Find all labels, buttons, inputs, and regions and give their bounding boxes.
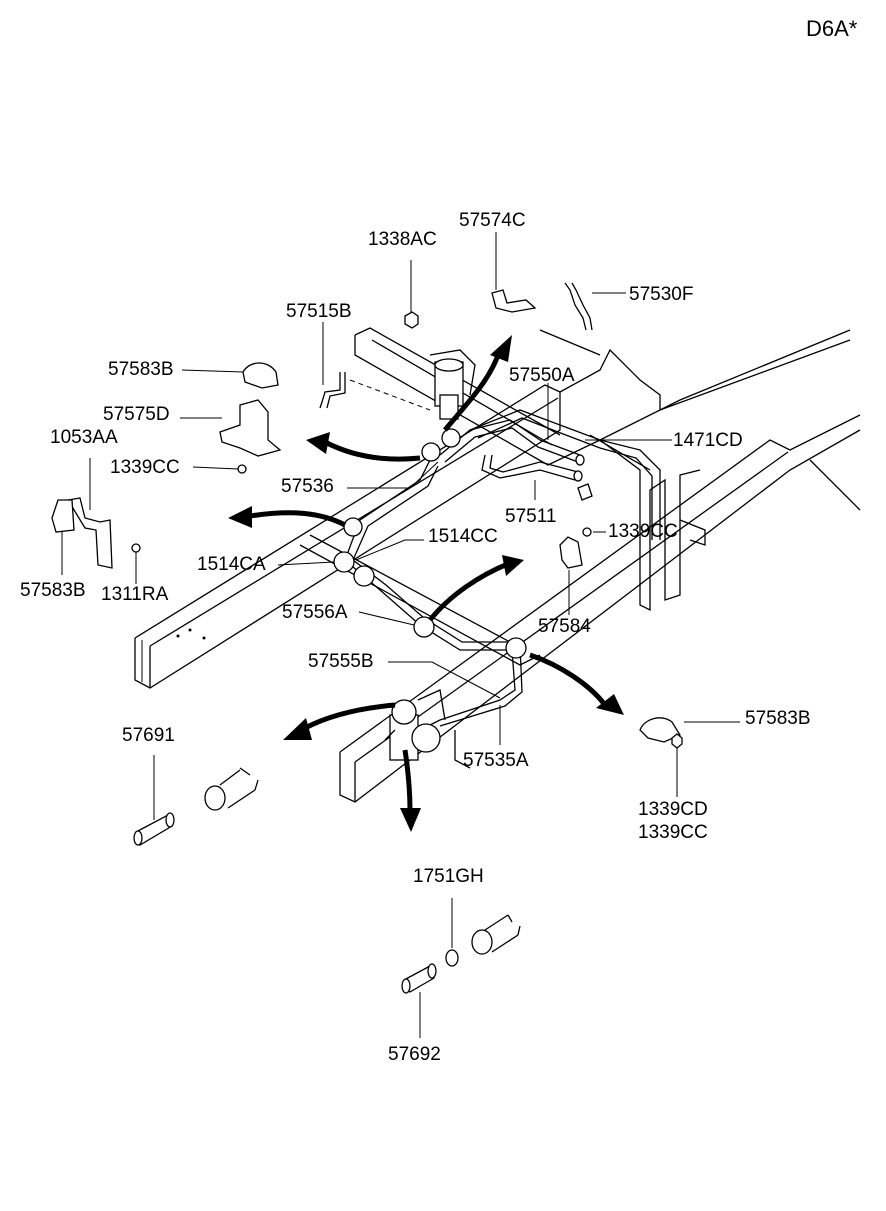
- diagram-code: D6A*: [806, 16, 858, 41]
- clip-57583b-top: [242, 362, 279, 389]
- label-57555b: 57555B: [308, 651, 374, 672]
- label-57692: 57692: [388, 1044, 441, 1065]
- label-57515b: 57515B: [286, 301, 352, 322]
- label-1311ra: 1311RA: [101, 584, 169, 605]
- label-57583b-left: 57583B: [20, 580, 86, 601]
- clip-57583b-right: [639, 717, 681, 743]
- label-57536: 57536: [281, 476, 334, 497]
- label-57535a: 57535A: [463, 750, 529, 771]
- proportioning-valve: [384, 689, 446, 761]
- nut-1339cc-left: [237, 464, 247, 474]
- part-labels: 1338AC 57574C 57530F 57515B 57583B 57550…: [20, 210, 811, 1065]
- label-1339cc-left: 1339CC: [110, 457, 180, 478]
- label-57556a: 57556A: [282, 602, 348, 623]
- line-clips: [333, 428, 527, 659]
- loose-parts: [51, 282, 683, 994]
- bracket-1053aa: [66, 497, 113, 569]
- nut-1311ra: [131, 543, 141, 553]
- oring-1751gh: [445, 949, 459, 967]
- pipe-57515b: [319, 372, 346, 409]
- label-57583b-right: 57583B: [745, 708, 811, 729]
- label-57511: 57511: [505, 506, 556, 527]
- clip-57583b-left: [51, 499, 75, 533]
- fitting-57692: [401, 914, 521, 994]
- clip-57584: [559, 536, 583, 569]
- label-1339cc-bottom: 1339CC: [638, 822, 708, 843]
- label-1053aa: 1053AA: [50, 427, 118, 448]
- label-1471cd: 1471CD: [673, 430, 743, 451]
- label-57584: 57584: [538, 616, 591, 637]
- direction-arrows: [228, 335, 624, 832]
- label-57574c: 57574C: [459, 210, 526, 231]
- leader-lines: [61, 232, 740, 1038]
- pressure-switch-assembly: [429, 349, 476, 420]
- bracket-57574c: [491, 289, 537, 313]
- label-1339cc-right: 1339CC: [608, 521, 678, 542]
- nut-1339cc-right: [582, 527, 592, 537]
- fitting-57691: [133, 767, 259, 846]
- label-57583b-top: 57583B: [108, 359, 174, 380]
- label-1514ca: 1514CA: [197, 554, 266, 575]
- label-1339cd: 1339CD: [638, 799, 708, 820]
- nut-1338ac: [404, 311, 419, 329]
- label-57550a: 57550A: [509, 365, 575, 386]
- label-57530f: 57530F: [629, 284, 693, 305]
- label-57691: 57691: [122, 725, 175, 746]
- bracket-57575d: [219, 399, 282, 457]
- nut-1339cd: [671, 733, 683, 749]
- label-57575d: 57575D: [103, 404, 170, 425]
- label-1751gh: 1751GH: [413, 866, 484, 887]
- label-1514cc: 1514CC: [428, 526, 498, 547]
- hose-57530f: [564, 282, 593, 331]
- label-1338ac: 1338AC: [368, 229, 437, 250]
- clip-1471cd: [577, 483, 593, 501]
